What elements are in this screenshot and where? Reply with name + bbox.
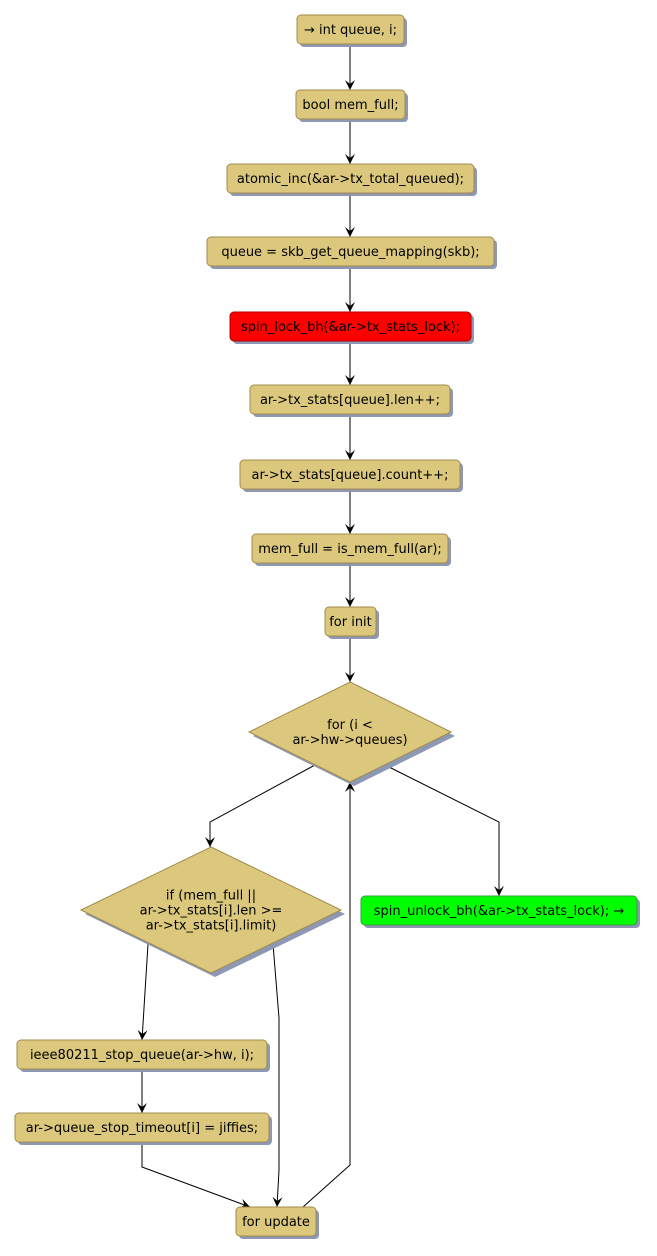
action-box [239,459,461,490]
edge-n9-n10 [345,636,355,682]
flow-node-n12: spin_unlock_bh(&ar->tx_stats_lock); → [360,895,640,928]
action-box [14,1112,270,1143]
node-label: ar->tx_stats[queue].count++; [252,468,449,483]
arrowhead-icon [137,1029,148,1040]
edge-n6-n7 [345,414,355,460]
arrowhead-icon [345,450,355,460]
edge-line [141,943,149,1041]
flow-node-n3: atomic_inc(&ar->tx_total_queued); [226,163,477,196]
arrowhead-icon [345,524,355,534]
edge-line [209,764,316,847]
edge-n4-n5 [345,266,355,312]
action-box [226,163,475,194]
node-label: spin_unlock_bh(&ar->tx_stats_lock); → [374,904,625,919]
flow-node-n15: for update [235,1206,319,1239]
edge-n2-n3 [345,119,355,164]
flow-node-n2: bool mem_full; [295,89,408,122]
action-box [235,1206,317,1237]
arrowhead-icon [494,886,504,896]
edge-n8-n9 [345,563,355,607]
edge-n1-n2 [345,44,355,90]
edge-n7-n8 [345,489,355,534]
flow-node-n1: → int queue, i; [296,14,407,47]
node-label: ar->tx_stats[queue].len++; [260,393,440,408]
action-box [16,1039,268,1070]
arrowhead-icon [345,80,355,90]
edge-n14-n15 [141,1142,251,1209]
action-box [296,14,405,45]
node-label: for init [329,615,372,630]
node-label: mem_full = is_mem_full(ar); [258,542,442,557]
arrowhead-icon [345,672,355,682]
edge-n3-n4 [345,193,355,237]
arrowhead-icon [345,227,355,237]
arrowhead-icon [345,302,355,312]
flow-node-n7: ar->tx_stats[queue].count++; [239,459,463,492]
edge-n11-n13 [137,943,149,1041]
action-box [206,236,495,267]
node-label: ar->tx_stats[i].len >= [140,904,283,919]
edge-line [272,943,280,1208]
arrowhead-icon [345,154,355,164]
arrowhead-icon [238,1198,250,1209]
node-label: for update [242,1215,310,1230]
node-label: ar->tx_stats[i].limit) [146,919,277,934]
edge-line [141,1142,251,1208]
node-label: atomic_inc(&ar->tx_total_queued); [237,172,464,187]
flow-node-n10: for (i <ar->hw->queues) [247,681,455,786]
node-label: ar->queue_stop_timeout[i] = jiffies; [26,1121,258,1136]
node-label: queue = skb_get_queue_mapping(skb); [221,245,479,260]
edge-n10-n11 [205,764,316,847]
arrowhead-icon [272,1196,283,1207]
decision-diamond [247,681,453,783]
edge-line [384,764,500,896]
flow-node-n9: for init [324,606,379,639]
node-label: for (i < [327,718,373,733]
action-box [360,895,638,926]
node-label: ieee80211_stop_queue(ar->hw, i); [30,1048,254,1063]
arrowhead-icon [205,837,215,847]
edge-n13-n14 [137,1069,147,1113]
flow-node-n4: queue = skb_get_queue_mapping(skb); [206,236,497,269]
arrowhead-icon [345,782,355,792]
edge-n5-n6 [345,341,355,385]
node-label: bool mem_full; [302,98,398,113]
arrowhead-icon [345,375,355,385]
action-box [251,533,449,564]
arrowhead-icon [137,1103,147,1113]
node-label: → int queue, i; [304,23,397,38]
action-box [324,606,377,637]
flow-node-n14: ar->queue_stop_timeout[i] = jiffies; [14,1112,272,1145]
decision-diamond [79,846,343,974]
node-label: if (mem_full || [166,889,256,904]
flow-node-n11: if (mem_full ||ar->tx_stats[i].len >=ar-… [79,846,345,977]
edge-n10-n12 [384,764,504,896]
action-box [229,311,472,342]
flow-node-n8: mem_full = is_mem_full(ar); [251,533,451,566]
flow-node-n5: spin_lock_bh(&ar->tx_stats_lock); [229,311,474,344]
action-box [295,89,406,120]
edge-n11-n15 [272,943,283,1208]
arrowhead-icon [345,597,355,607]
flow-node-n13: ieee80211_stop_queue(ar->hw, i); [16,1039,270,1072]
edge-n15-n10 [302,782,355,1208]
node-label: spin_lock_bh(&ar->tx_stats_lock); [241,320,460,335]
node-label: ar->hw->queues) [292,733,407,748]
action-box [249,384,451,415]
edge-line [302,782,351,1208]
flow-node-n6: ar->tx_stats[queue].len++; [249,384,453,417]
